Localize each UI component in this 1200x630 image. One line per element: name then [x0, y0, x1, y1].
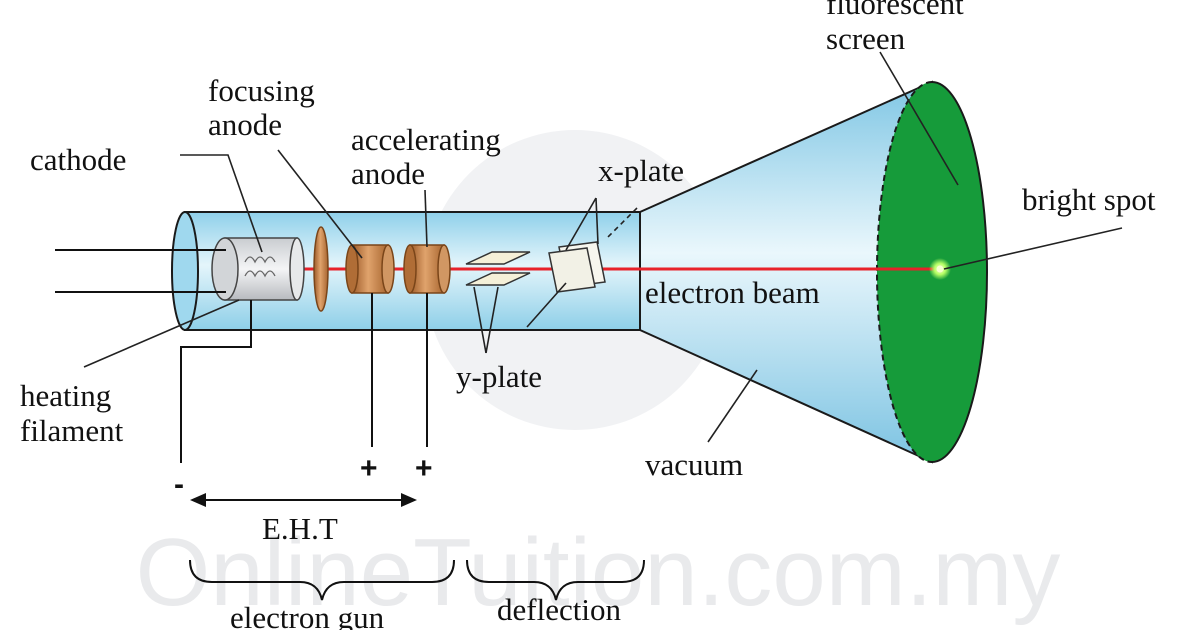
label-focusing: focusing	[208, 73, 315, 108]
watermark: OnlineTuition.com.my	[136, 130, 1061, 626]
watermark-text: OnlineTuition.com.my	[136, 519, 1061, 626]
label-accelerating: accelerating	[351, 122, 501, 157]
tube-rear-end	[171, 211, 199, 331]
fluorescent-screen	[876, 81, 988, 463]
cathode	[211, 237, 305, 301]
minus-sign: -	[174, 468, 184, 501]
label-accelerating-anode: anode	[351, 156, 425, 191]
polarity-signs: - + +	[174, 452, 433, 501]
bright-spot-dot	[936, 265, 944, 273]
plus-sign-focusing: +	[360, 452, 378, 485]
label-cathode: cathode	[30, 142, 126, 177]
grid-disc	[313, 226, 329, 312]
label-eht: E.H.T	[262, 511, 338, 546]
electron-gun-brace	[189, 559, 455, 601]
focusing-anode-cylinder	[345, 244, 395, 294]
filament-coil	[244, 256, 276, 278]
label-fluorescent: fluorescent	[826, 0, 964, 21]
x-plates	[548, 241, 606, 293]
deflection-brace	[466, 559, 645, 601]
label-deflection: deflection	[497, 592, 621, 627]
labels: fluorescent screen focusing anode cathod…	[20, 0, 1156, 630]
label-y-plate: y-plate	[456, 359, 542, 394]
accelerating-anode-cylinder	[403, 244, 451, 294]
label-electron-gun: electron gun	[230, 600, 385, 630]
leader-lines	[83, 51, 1123, 443]
y-plates	[465, 251, 531, 286]
plus-sign-accelerating: +	[415, 452, 433, 485]
label-electron-beam: electron beam	[645, 275, 820, 310]
label-bright-spot: bright spot	[1022, 182, 1156, 217]
eht-arrow	[190, 493, 417, 507]
label-screen: screen	[826, 21, 906, 56]
label-vacuum: vacuum	[645, 447, 743, 482]
label-filament: filament	[20, 413, 124, 448]
label-heating: heating	[20, 378, 111, 413]
circuit-wires	[55, 249, 428, 463]
label-focusing-anode: anode	[208, 107, 282, 142]
label-x-plate: x-plate	[598, 153, 684, 188]
